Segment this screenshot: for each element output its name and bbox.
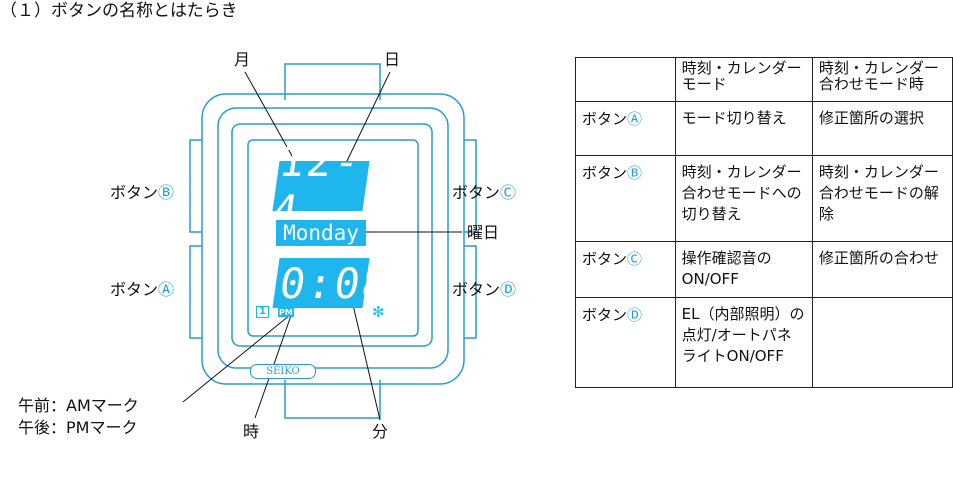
top-strap xyxy=(284,63,381,100)
minute-leader xyxy=(349,291,381,421)
label-button-b: ボタンⒷ xyxy=(110,183,175,202)
label-pm-mark: 午後：PMマーク xyxy=(18,418,138,437)
row-button-label: ボタンⒸ xyxy=(575,241,676,298)
button-a-shape xyxy=(189,245,202,339)
circle-a-icon: Ⓐ xyxy=(627,110,643,128)
button-d-shape xyxy=(464,245,477,339)
mode-indicator: 1 xyxy=(256,306,269,318)
bottom-strap xyxy=(284,380,381,419)
label-month: 月 xyxy=(234,50,251,69)
inner-case xyxy=(217,107,449,369)
label-day-of-week: 曜日 xyxy=(467,223,500,242)
row-set-mode: 修正箇所の選択 xyxy=(811,101,953,156)
table-row: ボタンⒷ 時刻・カレンダー合わせモードへの切り替え 時刻・カレンダー合わせモード… xyxy=(575,155,953,242)
screen-frame-outer xyxy=(231,123,433,347)
label-button-d: ボタンⒹ xyxy=(452,280,517,299)
label-button-a: ボタンⒶ xyxy=(110,280,175,299)
table-header-row: 時刻・カレンダーモード 時刻・カレンダー合わせモード時 xyxy=(575,57,953,102)
date-display: 12- 4 xyxy=(269,137,370,235)
sun-icon: ✻ xyxy=(372,303,385,321)
circle-c-icon: Ⓒ xyxy=(500,183,517,202)
header-set-mode: 時刻・カレンダー合わせモード時 xyxy=(811,57,953,102)
section-heading: （１）ボタンの名称とはたらき xyxy=(0,1,238,21)
time-display: 10:08 xyxy=(249,258,393,308)
month-leader xyxy=(244,71,297,164)
row-set-mode: 修正箇所の合わせ xyxy=(811,241,953,298)
label-button-c: ボタンⒸ xyxy=(452,183,517,202)
label-hour: 時 xyxy=(243,422,260,441)
row-normal-mode: モード切り替え xyxy=(674,101,813,156)
screen-frame-inner xyxy=(247,139,419,337)
brand-plate: SEIKO xyxy=(250,364,316,379)
table-row: ボタンⒸ 操作確認音のON/OFF 修正箇所の合わせ xyxy=(575,241,953,298)
header-normal-mode: 時刻・カレンダーモード xyxy=(674,57,813,102)
row-set-mode: 時刻・カレンダー合わせモードの解除 xyxy=(811,155,953,242)
circle-d-icon: Ⓓ xyxy=(627,306,643,324)
pm-indicator: PM xyxy=(278,308,294,317)
row-normal-mode: 時刻・カレンダー合わせモードへの切り替え xyxy=(674,155,813,242)
row-button-label: ボタンⒶ xyxy=(575,101,676,156)
button-b-shape xyxy=(189,139,202,233)
day-display: Monday xyxy=(276,220,366,246)
table-row: ボタンⒹ EL（内部照明）の点灯/オートパネライトON/OFF xyxy=(575,297,953,388)
circle-c-icon: Ⓒ xyxy=(627,250,643,268)
button-c-shape xyxy=(464,139,477,233)
circle-d-icon: Ⓓ xyxy=(500,280,517,299)
outer-case xyxy=(201,93,465,385)
header-empty xyxy=(575,57,676,102)
date-leader xyxy=(345,71,391,164)
row-button-label: ボタンⒹ xyxy=(575,297,676,388)
row-normal-mode: EL（内部照明）の点灯/オートパネライトON/OFF xyxy=(674,297,813,388)
circle-b-icon: Ⓑ xyxy=(627,164,643,182)
row-set-mode xyxy=(811,297,953,388)
table-row: ボタンⒶ モード切り替え 修正箇所の選択 xyxy=(575,101,953,156)
ampm-leader xyxy=(182,314,291,403)
label-minute: 分 xyxy=(372,422,389,441)
button-function-table: 時刻・カレンダーモード 時刻・カレンダー合わせモード時 ボタンⒶ モード切り替え… xyxy=(575,57,953,388)
row-button-label: ボタンⒷ xyxy=(575,155,676,242)
row-normal-mode: 操作確認音のON/OFF xyxy=(674,241,813,298)
circle-a-icon: Ⓐ xyxy=(158,280,175,299)
label-date: 日 xyxy=(384,50,401,69)
label-am-mark: 午前：AMマーク xyxy=(18,396,139,415)
circle-b-icon: Ⓑ xyxy=(158,183,175,202)
